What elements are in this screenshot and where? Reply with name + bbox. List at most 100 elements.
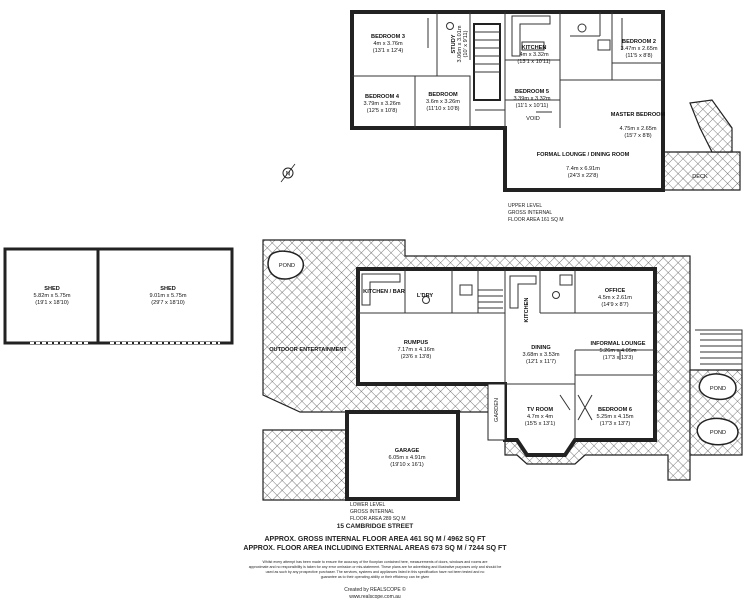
robe (427, 18, 623, 113)
room-dim: 4.7m x 4m (527, 414, 553, 420)
upper-caption-line: FLOOR AREA 161 SQ M (508, 217, 564, 223)
room-dim: 3.6m x 3.26m (426, 99, 460, 105)
room-name: KITCHEN / BAR (363, 289, 405, 295)
shower-fixture (559, 274, 573, 286)
room-dim-imperial: (11'1 x 10'11) (516, 103, 549, 109)
room-dim: 3.47m x 2.65m (621, 46, 658, 52)
bath-fixture (459, 284, 473, 296)
pond-label: POND (710, 430, 726, 436)
room-name: BEDROOM 5 (515, 89, 549, 95)
pond-label: POND (279, 263, 295, 269)
upper-caption-line: UPPER LEVEL (508, 203, 542, 209)
room-name: L'DRY (417, 293, 434, 299)
room-name: SHED (160, 286, 176, 292)
sheds: SHED 5.82m x 5.75m (19'1 x 18'10) SHED 9… (3, 247, 234, 345)
room-dim-imperial: (12'1 x 11'7) (526, 359, 556, 365)
room-dim-imperial: (19'1 x 18'10) (35, 300, 69, 306)
room-dim: 3.79m x 3.26m (364, 101, 401, 107)
upper-outer-wall (350, 10, 665, 192)
room-dim-imperial: (15'7 x 8'8) (624, 133, 651, 139)
upper-room-labels: BEDROOM 3 4m x 3.76m (13'1 x 12'4) STUDY… (364, 25, 666, 223)
lower-interior-walls (358, 269, 655, 440)
room-name: TV ROOM (527, 407, 553, 413)
room-dim: 3.06m x 3.01m (457, 25, 463, 62)
pond-label: POND (710, 386, 726, 392)
upper-interior-walls (352, 12, 663, 128)
room-name: OFFICE (605, 288, 626, 294)
room-name: BEDROOM 6 (598, 407, 632, 413)
room-dim-imperial: (19'10 x 16'1) (390, 462, 424, 468)
room-name: STUDY (451, 34, 457, 53)
room-dim: 4m x 3.76m (373, 41, 403, 47)
lower-stair (478, 289, 503, 309)
pond-shape (698, 373, 737, 401)
room-dim: 5.25m x 4.15m (597, 414, 634, 420)
deck-label: DECK (692, 174, 708, 180)
area-external: APPROX. FLOOR AREA INCLUDING EXTERNAL AR… (243, 545, 507, 552)
room-dim: 6.05m x 4.91m (389, 455, 426, 461)
address: 15 CAMBRIDGE STREET (337, 523, 414, 530)
stair-treads (474, 31, 500, 73)
room-dim-imperial: (10' x 9'11) (463, 30, 469, 57)
disclaimer-line: Whilst every attempt has been made to en… (263, 560, 488, 564)
room-dim: 3.68m x 3.53m (523, 352, 560, 358)
garden-strip (487, 383, 506, 441)
website: www.realscope.com.au (349, 594, 401, 600)
room-dim: 7.4m x 6.91m (566, 166, 600, 172)
room-dim: 4.75m x 2.65m (620, 126, 657, 132)
garage-outline (345, 410, 460, 501)
room-dim-imperial: (12'5 x 10'8) (367, 108, 398, 114)
room-dim: 4m x 3.32m (519, 52, 549, 58)
room-dim-imperial: (11'10 x 10'8) (426, 106, 459, 112)
toilet-fixture (422, 296, 430, 304)
room-dim: 5.82m x 5.75m (34, 293, 71, 299)
driveway-hatch (262, 429, 348, 501)
room-name: OUTDOOR ENTERTAINMENT (269, 347, 347, 353)
toilet-fixture (577, 23, 587, 33)
lower-counters (361, 273, 537, 309)
garden-label: GARDEN (494, 398, 500, 422)
room-name: DINING (531, 345, 551, 351)
room-dim-imperial: (29'7 x 18'10) (151, 300, 185, 306)
disclaimer-line: guarantee as to their operating ability … (321, 575, 430, 579)
room-name: BEDROOM 3 (371, 34, 405, 40)
room-name: GARAGE (395, 448, 420, 454)
room-name: KITCHEN (524, 298, 530, 323)
lower-caption-line: FLOOR AREA 289 SQ M (350, 516, 406, 522)
area-total: APPROX. GROSS INTERNAL FLOOR AREA 461 SQ… (264, 536, 486, 543)
toilet-fixture (446, 22, 454, 30)
void-label: VOID (526, 116, 540, 122)
room-name: MASTER BEDROOM (611, 112, 666, 118)
footer: 15 CAMBRIDGE STREET APPROX. GROSS INTERN… (243, 523, 507, 600)
room-dim-imperial: (24'3 x 22'8) (568, 173, 599, 179)
upper-caption-line: GROSS INTERNAL (508, 210, 552, 216)
pond-shape (267, 250, 305, 280)
room-name: FORMAL LOUNGE / DINING ROOM (537, 152, 630, 158)
compass-icon: N (280, 163, 296, 183)
room-dim-imperial: (13'1 x 12'4) (373, 48, 404, 54)
room-name: RUMPUS (404, 340, 429, 346)
room-dim: 3.39m x 3.32m (514, 96, 551, 102)
upper-kitchen-counters (511, 15, 551, 57)
room-dim-imperial: (17'3 x 13'7) (600, 421, 631, 427)
toilet-fixture (552, 291, 560, 299)
room-dim: 7.17m x 4.16m (398, 347, 435, 353)
upper-stair (473, 23, 501, 101)
room-dim: 5.26m x 4.05m (600, 348, 637, 354)
room-dim-imperial: (14'9 x 8'7) (601, 302, 628, 308)
upper-level-plan: VOID DECK (350, 10, 741, 192)
room-dim-imperial: (23'6 x 13'8) (401, 354, 432, 360)
robe-doors (559, 394, 593, 421)
lower-caption-line: LOWER LEVEL (350, 502, 386, 508)
room-name: KITCHEN (522, 45, 547, 51)
lower-level-plan: POND POND POND GARDEN (262, 239, 743, 501)
room-dim: 4.5m x 2.61m (598, 295, 632, 301)
disclaimer-line: used as such by any prospective purchase… (266, 570, 485, 574)
lower-caption-line: GROSS INTERNAL (350, 509, 394, 515)
room-name: SHED (44, 286, 60, 292)
room-name: BEDROOM 4 (365, 94, 400, 100)
lower-house-outline (356, 267, 657, 457)
room-dim: 9.01m x 5.75m (150, 293, 187, 299)
deck-area (661, 151, 741, 191)
